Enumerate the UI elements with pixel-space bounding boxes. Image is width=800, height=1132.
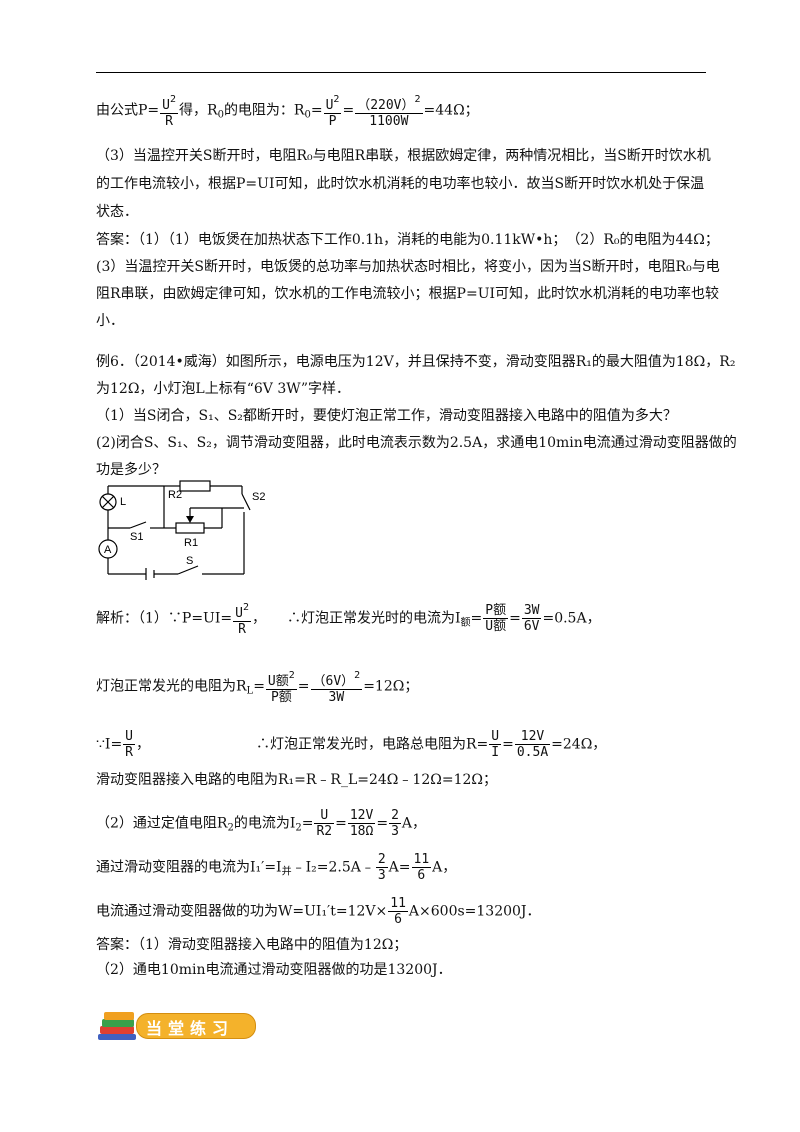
label-S1: S1: [130, 531, 143, 543]
para-3-line-1: （3）当温控开关S断开时，电阻R₀与电阻R串联，根据欧姆定律，两种情况相比，当S…: [96, 148, 711, 164]
para-3-line-2: 的工作电流较小，根据P=UI可知，此时饮水机消耗的电功率也较小．故当S断开时饮水…: [96, 176, 705, 192]
header-rule: [96, 72, 706, 73]
example-6-line-3: （1）当S闭合，S₁、S₂都断开时，要使灯泡正常工作，滑动变阻器接入电路中的阻值…: [96, 408, 677, 424]
answer-1-line-3: 阻R串联，由欧姆定律可知，饮水机的工作电流较小；根据P=UI可知，此时饮水机消耗…: [96, 286, 720, 302]
answer-2-line-1: 答案：（1）滑动变阻器接入电路中的阻值为12Ω；: [96, 937, 408, 953]
label-L: L: [120, 496, 126, 508]
label-R2: R2: [168, 489, 182, 501]
answer-1-line-4: 小．: [96, 313, 124, 329]
label-A: A: [104, 544, 112, 556]
para-3-line-3: 状态．: [96, 204, 138, 220]
label-R1: R1: [184, 537, 198, 549]
answer-2-line-2: （2）通电10min电流通过滑动变阻器做的功是13200J．: [96, 962, 452, 978]
badge-pill: [136, 1013, 256, 1039]
answer-1-line-1: 答案：（1）（1）电饭煲在加热状态下工作0.1h，消耗的电能为0.11kW•h；…: [96, 232, 719, 248]
label-S: S: [186, 555, 193, 567]
example-6-line-2: 为12Ω，小灯泡L上标有“6V 3W”字样．: [96, 381, 351, 397]
example-6-line-1: 例6．（2014•威海）如图所示，电源电压为12V，并且保持不变，滑动变阻器R₁…: [96, 354, 736, 370]
example-6-line-4: (2)闭合S、S₁、S₂，调节滑动变阻器，此时电流表示数为2.5A，求通电10m…: [96, 435, 737, 451]
answer-1-line-2: (3）当温控开关S断开时，电饭煲的总功率与加热状态时相比，将变小，因为当S断开时…: [96, 259, 720, 275]
label-S2: S2: [252, 491, 265, 503]
section-badge: 当堂练习: [96, 1008, 258, 1042]
example-6-line-5: 功是多少？: [96, 462, 166, 478]
books-icon: [98, 1012, 136, 1040]
solution-line-4: 滑动变阻器接入电路的电阻为R₁=R﹣R_L=24Ω﹣12Ω=12Ω；: [96, 772, 497, 788]
circuit-diagram: L R2 S2 S1 R1 A S: [98, 480, 265, 580]
badge-text: 当堂练习: [146, 1019, 235, 1038]
